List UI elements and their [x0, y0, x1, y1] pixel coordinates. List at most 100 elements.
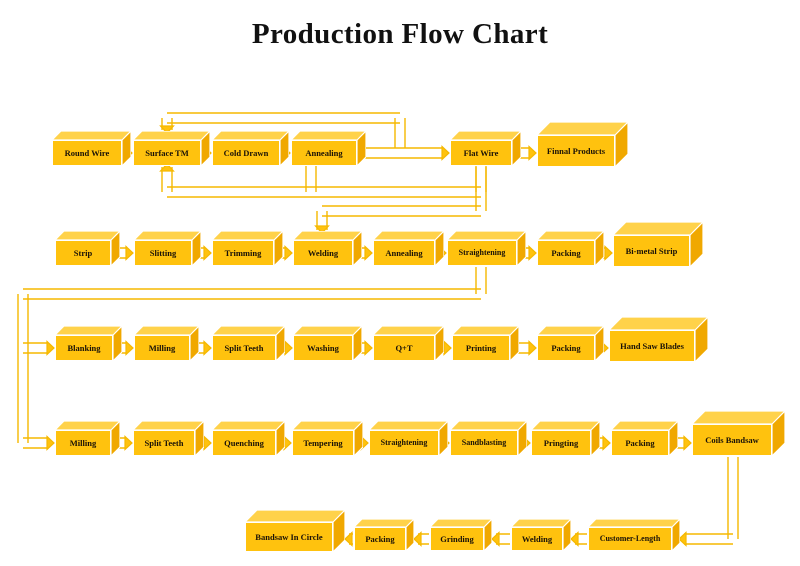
node-label: Straightening: [380, 437, 428, 447]
node-welding-2[interactable]: Welding: [511, 519, 571, 551]
node-blanking[interactable]: Blanking: [55, 326, 122, 361]
node-quenching[interactable]: Quenching: [212, 421, 285, 456]
node-front-face: Finnal Products: [537, 135, 615, 167]
node-sandblasting[interactable]: Sandblasting: [450, 421, 527, 456]
node-hand-saw-blades[interactable]: Hand Saw Blades: [609, 317, 708, 362]
node-label: Sandblasting: [461, 437, 507, 447]
node-tempering[interactable]: Tempering: [292, 421, 363, 456]
node-milling-1[interactable]: Milling: [134, 326, 199, 361]
node-split-teeth-2[interactable]: Split Teeth: [133, 421, 204, 456]
node-label: Finnal Products: [546, 145, 606, 156]
node-front-face: Milling: [134, 335, 190, 361]
node-top-face: [613, 222, 703, 236]
node-label: Split Teeth: [224, 342, 264, 353]
node-front-face: Slitting: [134, 240, 192, 266]
node-label: Welding: [307, 247, 339, 258]
node-grinding[interactable]: Grinding: [430, 519, 492, 551]
node-label: Printing: [465, 342, 497, 353]
node-front-face: Tempering: [292, 430, 354, 456]
node-front-face: Grinding: [430, 527, 484, 551]
node-label: Slitting: [149, 247, 177, 258]
node-label: Hand Saw Blades: [620, 340, 684, 351]
node-front-face: Flat Wire: [450, 140, 512, 166]
node-q-and-t[interactable]: Q+T: [373, 326, 444, 361]
node-front-face: Hand Saw Blades: [609, 330, 695, 362]
node-front-face: Welding: [511, 527, 563, 551]
node-front-face: Milling: [55, 430, 111, 456]
node-finnal-products[interactable]: Finnal Products: [537, 122, 628, 167]
node-welding-1[interactable]: Welding: [293, 231, 362, 266]
node-front-face: Straightening: [369, 430, 439, 456]
node-front-face: Bandsaw In Circle: [245, 522, 333, 552]
node-label: Grinding: [440, 533, 474, 544]
node-label: Milling: [69, 437, 97, 448]
node-front-face: Q+T: [373, 335, 435, 361]
node-label: Packing: [551, 247, 581, 258]
node-annealing-1[interactable]: Annealing: [291, 131, 366, 166]
node-front-face: Welding: [293, 240, 353, 266]
node-label: Bandsaw In Circle: [255, 531, 323, 542]
node-label: Customer-Length: [599, 533, 661, 543]
node-surface-tm[interactable]: Surface TM: [133, 131, 210, 166]
node-label: Cold Drawn: [223, 147, 269, 158]
node-label: Trimming: [224, 247, 262, 258]
node-printing-1[interactable]: Printing: [452, 326, 519, 361]
node-front-face: Cold Drawn: [212, 140, 280, 166]
node-front-face: Packing: [354, 527, 406, 551]
node-front-face: Quenching: [212, 430, 276, 456]
node-label: Annealing: [385, 247, 423, 258]
node-label: Washing: [307, 342, 339, 353]
node-label: Blanking: [67, 342, 101, 353]
node-cold-drawn[interactable]: Cold Drawn: [212, 131, 289, 166]
node-front-face: Straightening: [447, 240, 517, 266]
node-front-face: Packing: [611, 430, 669, 456]
node-trimming[interactable]: Trimming: [212, 231, 283, 266]
node-label: Packing: [551, 342, 581, 353]
node-label: Strip: [73, 247, 93, 258]
node-label: Milling: [148, 342, 176, 353]
node-packing-2[interactable]: Packing: [537, 326, 604, 361]
node-round-wire[interactable]: Round Wire: [52, 131, 131, 166]
node-washing[interactable]: Washing: [293, 326, 362, 361]
node-pringting[interactable]: Pringting: [531, 421, 600, 456]
node-front-face: Customer-Length: [588, 527, 672, 551]
node-label: Surface TM: [145, 147, 189, 158]
node-front-face: Printing: [452, 335, 510, 361]
node-straightening-2[interactable]: Straightening: [369, 421, 448, 456]
node-front-face: Packing: [537, 335, 595, 361]
node-front-face: Strip: [55, 240, 111, 266]
node-label: Bi-metal Strip: [625, 245, 678, 256]
node-label: Pringting: [543, 437, 579, 448]
node-split-teeth-1[interactable]: Split Teeth: [212, 326, 285, 361]
node-front-face: Bi-metal Strip: [613, 235, 690, 267]
node-customer-length[interactable]: Customer-Length: [588, 519, 680, 551]
node-front-face: Blanking: [55, 335, 113, 361]
node-packing-4[interactable]: Packing: [354, 519, 414, 551]
node-label: Split Teeth: [144, 437, 184, 448]
node-front-face: Pringting: [531, 430, 591, 456]
node-label: Straightening: [458, 247, 506, 257]
node-coils-bandsaw[interactable]: Coils Bandsaw: [692, 411, 785, 456]
node-front-face: Annealing: [291, 140, 357, 166]
node-straightening-1[interactable]: Straightening: [447, 231, 526, 266]
node-front-face: Trimming: [212, 240, 274, 266]
node-front-face: Washing: [293, 335, 353, 361]
node-flat-wire[interactable]: Flat Wire: [450, 131, 521, 166]
node-bi-metal-strip[interactable]: Bi-metal Strip: [613, 222, 703, 267]
node-front-face: Split Teeth: [133, 430, 195, 456]
node-strip[interactable]: Strip: [55, 231, 120, 266]
node-annealing-2[interactable]: Annealing: [373, 231, 444, 266]
node-front-face: Sandblasting: [450, 430, 518, 456]
node-top-face: [537, 122, 628, 136]
node-packing-1[interactable]: Packing: [537, 231, 604, 266]
node-milling-2[interactable]: Milling: [55, 421, 120, 456]
node-bandsaw-in-circle[interactable]: Bandsaw In Circle: [245, 510, 345, 552]
node-packing-3[interactable]: Packing: [611, 421, 678, 456]
node-label: Round Wire: [64, 147, 110, 158]
node-front-face: Split Teeth: [212, 335, 276, 361]
node-slitting[interactable]: Slitting: [134, 231, 201, 266]
node-label: Welding: [521, 533, 553, 544]
node-front-face: Annealing: [373, 240, 435, 266]
node-label: Coils Bandsaw: [705, 434, 759, 445]
